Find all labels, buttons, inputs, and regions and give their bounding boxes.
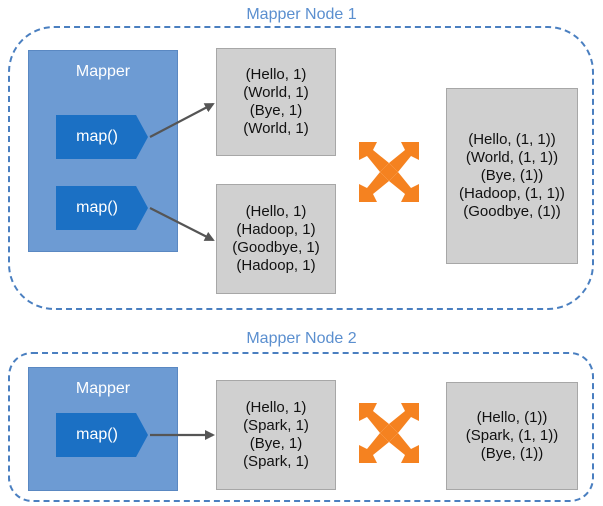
kv-line: (Bye, (1)) [480, 445, 544, 462]
node2-combined-output: (Hello, (1)) (Spark, (1, 1)) (Bye, (1)) [446, 382, 578, 490]
node2-title: Mapper Node 2 [246, 330, 357, 347]
kv-line: (World, (1, 1)) [465, 149, 559, 166]
kv-line: (Bye, (1)) [480, 167, 544, 184]
shuffle-arrows-icon [359, 403, 419, 463]
node1-mapper-label: Mapper [75, 63, 131, 80]
node2-map-output: (Hello, 1) (Spark, 1) (Bye, 1) (Spark, 1… [216, 380, 336, 490]
node1-combined-output: (Hello, (1, 1)) (World, (1, 1)) (Bye, (1… [446, 88, 578, 264]
kv-line: (Goodbye, 1) [232, 239, 320, 256]
kv-line: (Hadoop, 1) [236, 221, 316, 238]
node1-frame [8, 26, 594, 310]
node1-title: Mapper Node 1 [246, 6, 357, 23]
kv-line: (Spark, 1) [243, 453, 309, 470]
kv-line: (Bye, 1) [249, 102, 303, 119]
kv-line: (World, 1) [243, 84, 309, 101]
kv-line: (Spark, 1) [243, 417, 309, 434]
arrow-map1-to-output1 [149, 103, 215, 138]
node2-map-button[interactable]: map() [56, 413, 148, 457]
kv-line: (Hello, 1) [245, 399, 307, 416]
kv-line: (Goodbye, (1)) [463, 203, 561, 220]
node1-map-button-2[interactable]: map() [56, 186, 148, 230]
kv-line: (Hello, (1, 1)) [468, 131, 556, 148]
node2-mapper-label: Mapper [75, 380, 131, 397]
node1-map-output-2: (Hello, 1) (Hadoop, 1) (Goodbye, 1) (Had… [216, 184, 336, 294]
node1-map-button-1[interactable]: map() [56, 115, 148, 159]
kv-line: (World, 1) [243, 120, 309, 137]
node2-frame [8, 352, 594, 502]
shuffle-arrows-icon [359, 142, 419, 202]
kv-line: (Hello, 1) [245, 66, 307, 83]
kv-line: (Bye, 1) [249, 435, 303, 452]
kv-line: (Hello, 1) [245, 203, 307, 220]
kv-line: (Spark, (1, 1)) [465, 427, 559, 444]
kv-line: (Hadoop, 1) [236, 257, 316, 274]
kv-line: (Hadoop, (1, 1)) [459, 185, 565, 202]
arrow-map2-to-output2 [149, 207, 215, 241]
node1-map-output-1: (Hello, 1) (World, 1) (Bye, 1) (World, 1… [216, 48, 336, 156]
kv-line: (Hello, (1)) [476, 409, 548, 426]
